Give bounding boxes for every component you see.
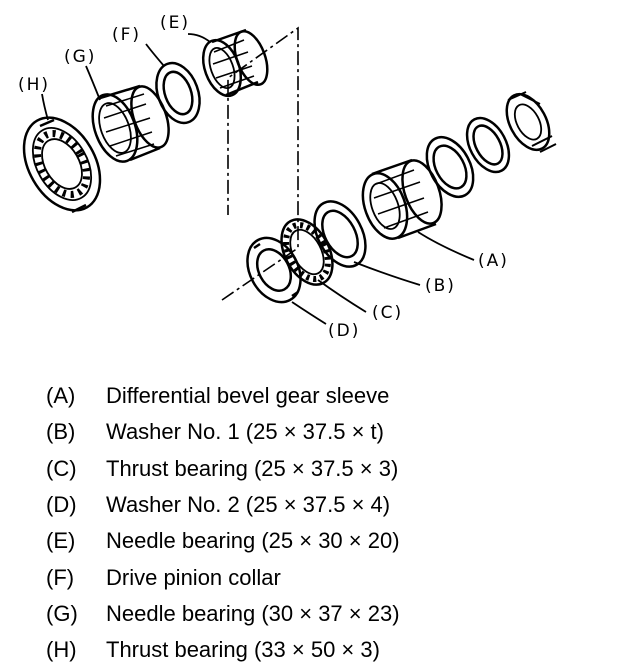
legend-item-g: (G) Needle bearing (30 × 37 × 23) (46, 596, 626, 632)
legend-item-e: (E) Needle bearing (25 × 30 × 20) (46, 523, 626, 559)
legend-key: (E) (46, 528, 76, 554)
legend-text: Washer No. 1 (25 × 37.5 × t) (106, 419, 384, 445)
legend-text: Thrust bearing (25 × 37.5 × 3) (106, 455, 399, 481)
callout-b: (B) (425, 276, 456, 296)
legend-text: Thrust bearing (33 × 50 × 3) (106, 637, 380, 663)
callout-c: (C) (372, 303, 403, 323)
legend-item-h: (H) Thrust bearing (33 × 50 × 3) (46, 632, 626, 668)
lock-nut-drawing (505, 91, 557, 153)
legend-item-d: (D) Washer No. 2 (25 × 37.5 × 4) (46, 487, 626, 523)
drive-pinion-collar-f-drawing (155, 61, 201, 125)
thrust-bearing-h-drawing (22, 116, 102, 214)
washer-no2-d-drawing (246, 236, 302, 304)
bevel-gear-sleeve-a-drawing (361, 158, 443, 240)
legend-text: Drive pinion collar (106, 564, 281, 590)
callout-a: (A) (478, 251, 509, 271)
legend-text: Needle bearing (25 × 30 × 20) (106, 528, 400, 554)
legend-item-f: (F) Drive pinion collar (46, 559, 626, 595)
parts-legend: (A) Differential bevel gear sleeve (B) W… (46, 378, 626, 668)
leader-a (417, 231, 475, 261)
legend-key: (D) (46, 492, 77, 518)
washer-upper-2-drawing (465, 116, 511, 174)
legend-key: (A) (46, 383, 76, 409)
leader-d (291, 301, 327, 325)
legend-key: (C) (46, 455, 77, 481)
legend-text: Washer No. 2 (25 × 37.5 × 4) (106, 492, 391, 518)
legend-key: (H) (46, 637, 77, 663)
leader-e (187, 33, 211, 43)
callout-h: (H) (18, 75, 50, 95)
legend-item-a: (A) Differential bevel gear sleeve (46, 378, 626, 414)
legend-item-b: (B) Washer No. 1 (25 × 37.5 × t) (46, 414, 626, 450)
legend-text: Needle bearing (30 × 37 × 23) (106, 600, 400, 626)
exploded-parts-diagram: (A) (B) (C) (D) (E) (F) (G) (H) (18, 13, 557, 341)
needle-bearing-e-drawing (201, 28, 269, 98)
legend-text: Differential bevel gear sleeve (106, 383, 390, 409)
callout-g: (G) (64, 47, 96, 67)
leader-h (41, 93, 49, 121)
callout-e: (E) (160, 13, 190, 33)
callout-d: (D) (328, 321, 360, 341)
washer-upper-1-drawing (425, 135, 475, 199)
callout-f: (F) (112, 25, 141, 45)
leader-f (145, 43, 165, 67)
legend-key: (G) (46, 600, 78, 626)
legend-item-c: (C) Thrust bearing (25 × 37.5 × 3) (46, 451, 626, 487)
leader-c (317, 279, 367, 313)
thrust-bearing-c-drawing (280, 218, 334, 286)
leader-g (85, 65, 101, 101)
washer-no1-b-drawing (313, 200, 367, 268)
legend-key: (F) (46, 564, 75, 590)
legend-key: (B) (46, 419, 76, 445)
alignment-line (221, 26, 299, 301)
leader-b (353, 261, 421, 286)
